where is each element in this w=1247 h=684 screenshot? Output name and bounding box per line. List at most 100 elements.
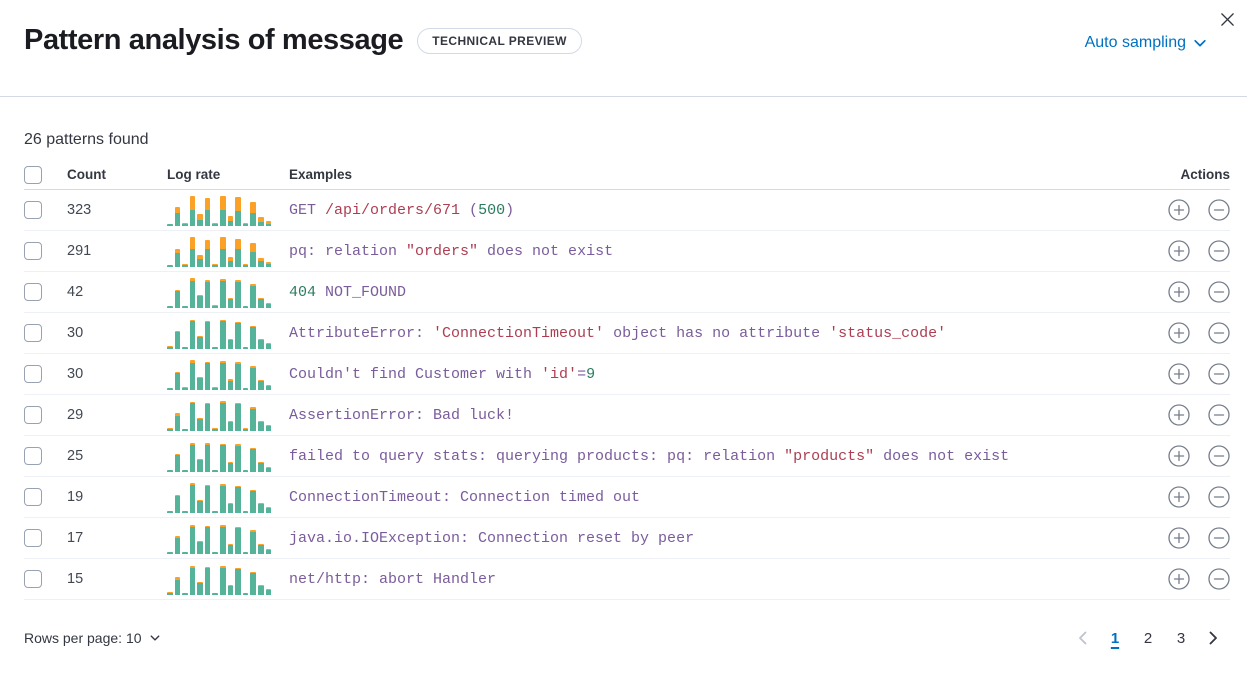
bar-segment-teal [235,445,241,472]
filter-out-button[interactable] [1208,281,1230,303]
bar-segment-teal [265,549,272,554]
example-token: net/http: abort Handler [289,570,497,588]
count-cell: 19 [67,488,167,506]
actions-cell [1144,363,1230,385]
filter-in-button[interactable] [1168,527,1190,549]
column-header-examples[interactable]: Examples [289,167,353,182]
example-token: 500 [478,201,506,219]
bar-segment-teal [197,419,203,431]
filter-out-button[interactable] [1208,527,1230,549]
close-button[interactable] [1213,5,1241,33]
sparkline-bar [227,379,234,390]
row-checkbox[interactable] [24,488,42,506]
bar-segment-teal [250,285,256,308]
example-token: /api/orders/671 [325,201,461,219]
bar-segment-orange [235,444,241,446]
bar-segment-orange [189,360,196,364]
bar-segment-teal [250,531,256,554]
sparkline-bar [212,551,219,554]
sparkline-bar [250,530,256,554]
bar-segment-teal [174,537,181,554]
sparkline-bar [235,403,241,431]
sparkline-bar [265,384,272,390]
minus-in-circle-icon [1208,568,1230,590]
log-rate-sparkline [167,523,272,554]
row-checkbox[interactable] [24,570,42,588]
sparkline-bar [220,443,226,472]
bar-segment-orange [197,418,203,420]
bar-segment-teal [250,326,256,349]
filter-out-button[interactable] [1208,363,1230,385]
bar-segment-orange [250,243,256,252]
filter-out-button[interactable] [1208,240,1230,262]
row-checkbox[interactable] [24,324,42,342]
bar-segment-teal [182,306,188,308]
bar-segment-teal [212,551,219,554]
next-page-button[interactable] [1202,627,1224,649]
filter-out-button[interactable] [1208,568,1230,590]
bar-segment-teal [197,583,203,595]
sparkline-bar [265,425,272,431]
filter-in-button[interactable] [1168,281,1190,303]
row-checkbox[interactable] [24,529,42,547]
actions-cell [1144,281,1230,303]
bar-segment-teal [220,526,226,554]
count-value: 323 [67,202,92,218]
filter-in-button[interactable] [1168,199,1190,221]
bar-segment-orange [174,330,181,332]
sparkline-bar [220,319,226,349]
bar-segment-orange [250,448,256,450]
row-checkbox[interactable] [24,201,42,219]
sampling-dropdown[interactable]: Auto sampling [1085,34,1207,52]
filter-out-button[interactable] [1208,404,1230,426]
sparkline-bar [242,428,249,431]
bar-segment-teal [265,385,272,390]
column-header-log-rate[interactable]: Log rate [167,167,221,182]
bar-segment-orange [212,304,219,306]
filter-out-button[interactable] [1208,445,1230,467]
row-checkbox[interactable] [24,447,42,465]
filter-in-button[interactable] [1168,322,1190,344]
select-all-checkbox[interactable] [24,165,42,184]
filter-out-button[interactable] [1208,199,1230,221]
row-checkbox[interactable] [24,283,42,301]
bar-segment-teal [212,428,219,431]
sparkline-bar [189,442,196,472]
row-checkbox[interactable] [24,406,42,424]
minus-in-circle-icon [1208,404,1230,426]
bar-segment-teal [189,402,196,431]
page-number-button[interactable]: 3 [1169,625,1193,651]
sparkline-bar [167,224,173,226]
log-rate-cell [167,277,289,308]
row-checkbox[interactable] [24,365,42,383]
example-token: java.io.IOException: Connection reset by… [289,529,695,547]
bar-segment-orange [197,377,203,379]
plus-in-circle-icon [1168,486,1190,508]
bar-segment-teal [204,486,211,513]
chevron-down-icon [1193,36,1207,50]
row-checkbox[interactable] [24,242,42,260]
previous-page-button[interactable] [1072,627,1094,649]
filter-in-button[interactable] [1168,363,1190,385]
rows-per-page-selector[interactable]: Rows per page: 10 [24,630,161,646]
sparkline-bar [227,584,234,595]
bar-segment-teal [235,282,241,308]
sparkline-bar [242,264,249,267]
filter-in-button[interactable] [1168,486,1190,508]
filter-in-button[interactable] [1168,568,1190,590]
filter-out-button[interactable] [1208,486,1230,508]
sparkline-bar [235,280,241,308]
bar-segment-teal [197,337,203,349]
plus-in-circle-icon [1168,568,1190,590]
example-token: does not exist [874,447,1010,465]
plus-in-circle-icon [1168,240,1190,262]
filter-out-button[interactable] [1208,322,1230,344]
page-number-button[interactable]: 1 [1103,625,1127,651]
filter-in-button[interactable] [1168,240,1190,262]
page-number-button[interactable]: 2 [1136,625,1160,651]
column-header-count[interactable]: Count [67,167,106,182]
bar-segment-orange [227,543,234,545]
filter-in-button[interactable] [1168,445,1190,467]
filter-in-button[interactable] [1168,404,1190,426]
